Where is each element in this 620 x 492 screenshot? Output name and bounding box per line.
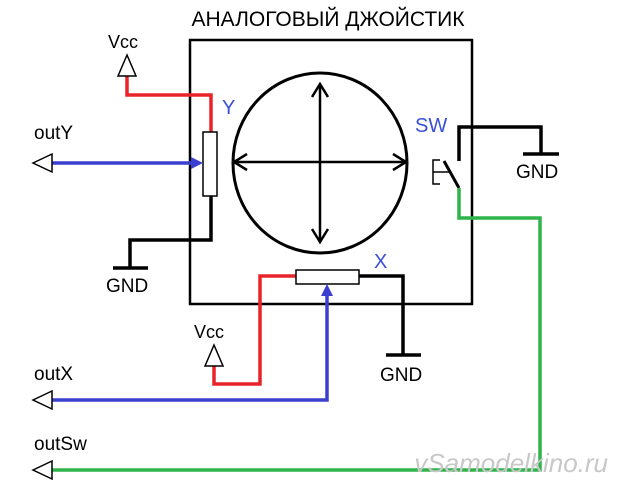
- out-x-terminal-icon: [31, 389, 53, 411]
- gnd-x-wire: [359, 274, 405, 354]
- joystick-stick: [231, 71, 409, 255]
- label-vcc-bottom: Vcc: [194, 322, 224, 342]
- gnd-sw-wire: [457, 125, 543, 161]
- watermark: vSamodelkino.ru: [414, 448, 608, 478]
- resistor-y: [202, 131, 218, 197]
- arrow-left-head: [231, 152, 248, 172]
- switch-sw: [31, 125, 559, 481]
- label-switch: SW: [415, 115, 447, 137]
- vcc-y-wire: [125, 76, 213, 132]
- out-sw-wire: [46, 188, 542, 472]
- potentiometer-x: [31, 269, 421, 411]
- joystick-module-frame: [188, 38, 474, 306]
- out-sw-terminal-icon: [31, 459, 53, 481]
- wiper-x-arrowhead: [321, 284, 333, 296]
- resistor-x: [295, 269, 360, 285]
- label-gnd-bottom: GND: [380, 365, 422, 386]
- wiper-y-arrowhead: [191, 157, 203, 169]
- vcc-x-triangle-icon: [203, 343, 225, 367]
- switch-button-cap: [432, 159, 440, 185]
- label-out-sw: outSw: [34, 434, 87, 455]
- vcc-y-triangle-icon: [116, 53, 138, 77]
- label-axis-y: Y: [222, 97, 235, 119]
- out-y-terminal-icon: [31, 152, 53, 174]
- switch-lever: [442, 160, 461, 189]
- label-out-x: outX: [34, 364, 73, 385]
- stick-circle: [231, 71, 409, 255]
- diagram-title: АНАЛОГОВЫЙ ДЖОЙСТИК: [191, 7, 465, 31]
- out-x-wire: [46, 292, 329, 402]
- label-gnd-right: GND: [516, 162, 558, 183]
- label-out-y: outY: [34, 123, 73, 144]
- label-axis-x: X: [374, 251, 387, 273]
- arrow-up-head: [310, 81, 330, 98]
- label-vcc-top: Vcc: [108, 32, 138, 52]
- arrow-right-head: [392, 152, 409, 172]
- vcc-x-wire: [212, 274, 296, 386]
- gnd-y-wire: [128, 196, 213, 267]
- arrow-down-head: [310, 228, 330, 245]
- potentiometer-y: [31, 53, 218, 270]
- label-gnd-left: GND: [106, 276, 148, 297]
